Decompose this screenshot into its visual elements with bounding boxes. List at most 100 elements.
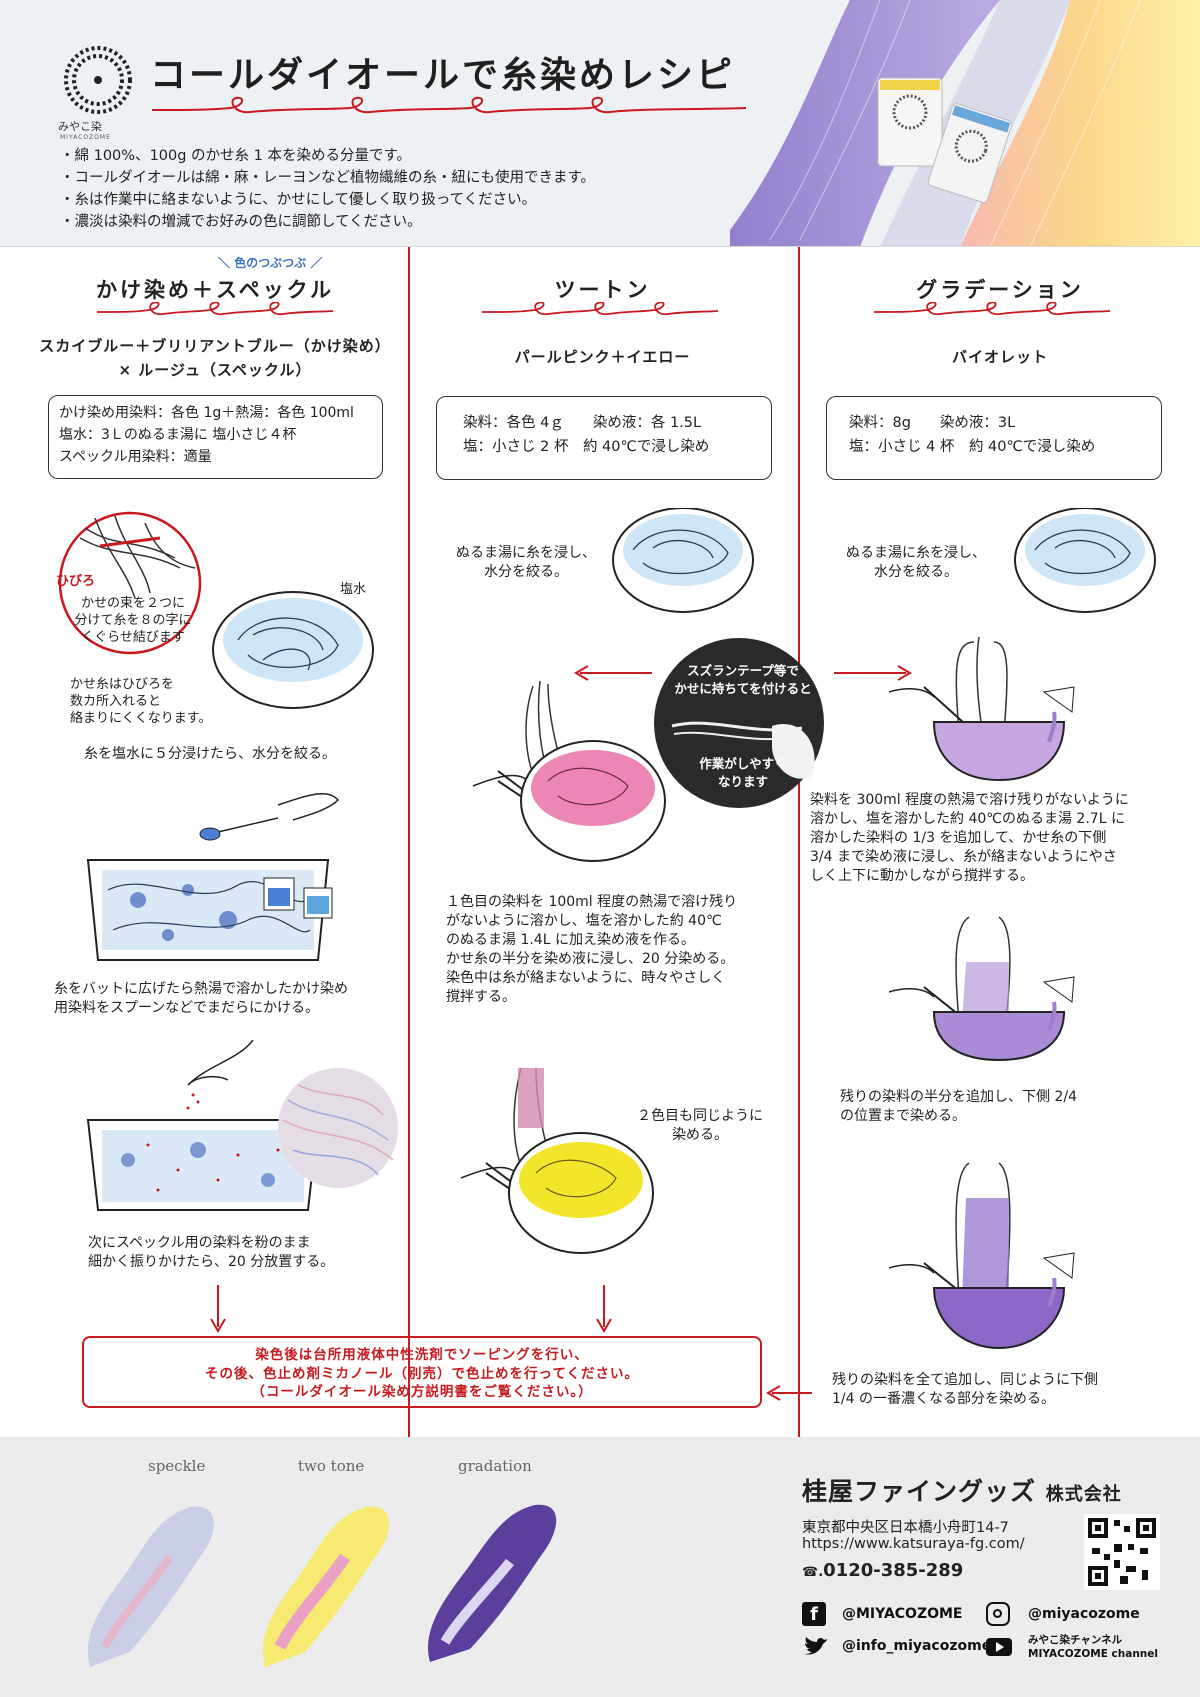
column1-step1: 糸を塩水に５分浸けたら、水分を絞る。 [84,746,336,762]
column3-subtitle: バイオレット [951,348,1048,366]
recipe-line: 塩水：3Ｌのぬるま湯に 塩小さじ４杯 [59,427,297,443]
hibiro-note: かせ糸はひびろを 数カ所入れると 絡まりにくくなります。 [70,676,211,727]
step-line: 用染料をスプーンなどでまだらにかける。 [54,1000,320,1016]
page-title: コールダイオールで糸染めレシピ [150,55,736,96]
step-line: 水分を絞る。 [484,564,568,580]
note-line: 絡まりにくくなります。 [70,711,212,726]
caption-line: 分けて糸を８の字に [74,613,192,628]
bowl-soak-illustration [1014,508,1156,613]
facebook-icon[interactable]: f [802,1602,826,1626]
step-line: 染料を 300ml 程度の熱湯で溶け残りがないように [810,792,1129,808]
step-line: がないように溶かし、塩を溶かした約 40℃ [446,913,722,929]
step-line: 染める。 [672,1127,728,1143]
recipe-line: 染料：各色 4ｇ 染め液：各 1.5L [463,415,702,431]
logo-text: みやこ染 [58,120,102,133]
recipe-line: かけ染め用染料：各色 1g＋熱湯：各色 100ml [59,405,354,421]
column3-title: グラデーション [916,278,1084,302]
instagram-handle[interactable]: @miyacozome [1028,1606,1140,1622]
tray-spoon-illustration [86,792,340,961]
title-squiggle [151,96,747,114]
column-divider [798,247,800,1437]
column-divider [408,247,410,1437]
header-divider [0,246,1200,247]
hibiro-caption: かせの束を２つに 分けて糸を８の字に くぐらせ結びます [68,595,198,646]
tip-line: かせに持ちてを付けると [674,681,812,696]
step-line: 撹拌する。 [446,989,516,1005]
phone-icon: ☎. [802,1565,824,1580]
column2-squiggle [481,302,719,316]
bowl-yellow-illustration [460,1068,654,1254]
notice-line: 染色後は台所用液体中性洗剤でソーピングを行い、 [255,1347,589,1363]
step-line: ぬるま湯に糸を浸し、 [456,545,596,561]
twitter-handle[interactable]: @info_miyacozome [842,1638,992,1654]
step-line: １色目の染料を 100ml 程度の熱湯で溶け残り [446,894,738,910]
subtitle-line: × ルージュ（スペックル） [118,361,312,379]
address: 東京都中央区日本橋小舟町14-7 [802,1520,1009,1536]
yarn-label-two-tone: two tone [298,1457,365,1475]
column3-step2: 染料を 300ml 程度の熱湯で溶け残りがないように 溶かし、塩を溶かした約 4… [810,791,1129,886]
bowl-pink-illustration [472,680,666,862]
subtitle-line: スカイブルー＋ブリリアントブルー（かけ染め） [39,337,391,355]
step-line: ぬるま湯に糸を浸し、 [846,545,986,561]
company-suffix: 株式会社 [1045,1484,1122,1505]
facebook-handle[interactable]: @MIYACOZOME [842,1606,963,1622]
notice-line: （コールダイオール染め方説明書をご覧ください。） [251,1384,593,1400]
recipe-line: スペックル用染料：適量 [59,449,212,465]
youtube-line: みやこ染チャンネル [1028,1634,1123,1646]
right-arrow-icon [834,665,912,681]
step-line: 3/4 まで染め液に浸し、糸が絡まないようにやさ [810,849,1117,865]
column3-step1: ぬるま湯に糸を浸し、 水分を絞る。 [836,544,996,582]
note-line: かせ糸はひびろを [70,677,175,692]
youtube-icon[interactable] [986,1638,1012,1656]
column1-step3: 次にスペックル用の染料を粉のまま 細かく振りかけたら、20 分放置する。 [88,1234,334,1272]
logo-subtext: MIYACOZOME [60,134,111,141]
company-name: 桂屋ファイングッズ 株式会社 [802,1472,1122,1508]
notice-line: その後、色止め剤ミカノール（別売）で色止めを行ってください。 [205,1365,639,1382]
recipe-line: 塩：小さじ 2 杯 約 40℃で浸し染め [463,439,710,455]
instagram-icon[interactable] [986,1602,1010,1626]
tray-speckle-illustration [86,1040,398,1211]
column2-title: ツートン [554,278,651,302]
column3-recipe-box: 染料：8g 染め液：3L 塩：小さじ 4 杯 約 40℃で浸し染め [826,396,1162,480]
notes-list: ・綿 100%、100g のかせ糸 1 本を染める分量です。 ・コールダイオール… [60,145,595,233]
step-line: 水分を絞る。 [874,564,958,580]
caption-line: かせの束を２つに [80,596,185,611]
bowl-saltwater-illustration [212,591,374,709]
tip-line: スズランテープ等で [687,663,799,678]
company-name-main: 桂屋ファイングッズ [802,1477,1037,1506]
saltwater-label: 塩水 [340,582,367,597]
column2-recipe-box: 染料：各色 4ｇ 染め液：各 1.5L 塩：小さじ 2 杯 約 40℃で浸し染め [436,396,772,480]
note-line: ・綿 100%、100g のかせ糸 1 本を染める分量です。 [60,148,412,164]
down-arrow-icon [210,1285,226,1333]
step-line: 次にスペックル用の染料を粉のまま [88,1235,311,1251]
step-line: の位置まで染める。 [840,1108,966,1124]
column1-tag: ＼ 色のつぶつぶ ／ [218,256,323,270]
tape-tip: スズランテープ等で かせに持ちてを付けると [668,662,818,698]
column1-subtitle: スカイブルー＋ブリリアントブルー（かけ染め） × ルージュ（スペックル） [20,334,410,382]
twitter-icon[interactable] [802,1636,828,1658]
yarn-label-speckle: speckle [148,1457,206,1475]
hibiro-illustration [58,511,202,655]
note-line: ・濃淡は染料の増減でお好みの色に調節してください。 [60,214,422,230]
yarn-label-gradation: gradation [458,1457,532,1475]
column1-step2: 糸をバットに広げたら熱湯で溶かしたかけ染め 用染料をスプーンなどでまだらにかける… [54,980,348,1018]
notice-box: 染色後は台所用液体中性洗剤でソーピングを行い、 その後、色止め剤ミカノール（別売… [82,1336,762,1408]
logo-mark [64,46,132,114]
qr-code-icon[interactable] [1084,1514,1160,1590]
bowl-soak-illustration [612,508,754,613]
column3-step3: 残りの染料の半分を追加し、下側 2/4 の位置まで染める。 [840,1088,1077,1126]
phone: ☎.0120-385-289 [802,1560,963,1581]
step-line: 1/4 の一番濃くなる部分を染める。 [832,1391,1055,1407]
step-line: 細かく振りかけたら、20 分放置する。 [88,1254,335,1270]
column3-step4: 残りの染料を全て追加し、同じように下側 1/4 の一番濃くなる部分を染める。 [832,1371,1098,1409]
step-line: 溶かし、塩を溶かした約 40℃のぬるま湯 2.7L に [810,811,1125,827]
yarn-photo [730,0,1200,247]
step-line: 残りの染料を全て追加し、同じように下側 [832,1372,1098,1388]
step-line: ２色目も同じように [637,1108,763,1124]
left-arrow-icon [766,1385,812,1401]
bowl-violet-1-illustration [888,636,1075,782]
website-link[interactable]: https://www.katsuraya-fg.com/ [802,1536,1025,1552]
column2-step1: ぬるま湯に糸を浸し、 水分を絞る。 [446,544,606,582]
tip-line: 作業がしやすく [699,756,787,771]
youtube-channel[interactable]: みやこ染チャンネル MIYACOZOME channel [1028,1633,1158,1661]
